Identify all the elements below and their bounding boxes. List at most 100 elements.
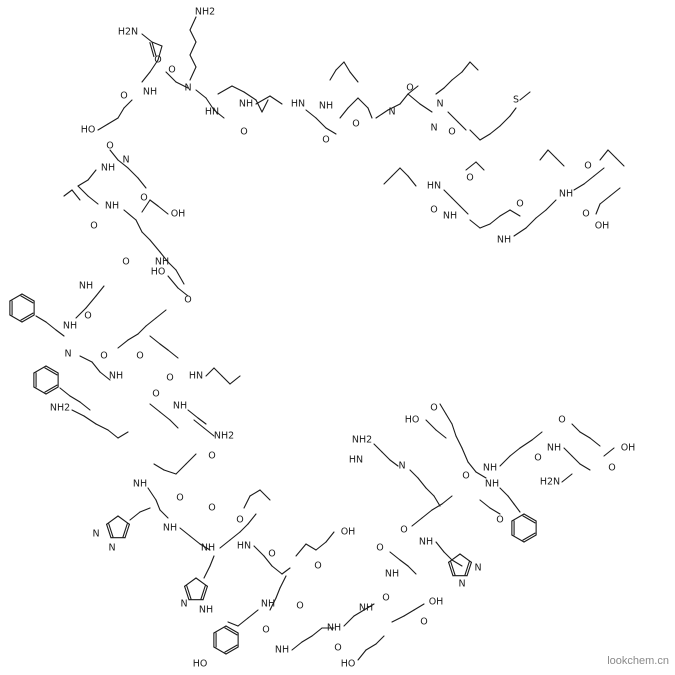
atom-label: O <box>140 193 147 204</box>
atom-label: N <box>92 529 99 540</box>
bond-line <box>243 91 257 101</box>
atom-label: NH <box>63 321 77 332</box>
bond-line <box>343 61 351 73</box>
bond-line <box>609 187 621 197</box>
bond-line <box>447 111 459 123</box>
bond-line <box>213 367 223 377</box>
atom-label: O <box>208 503 215 514</box>
atom-label: OH <box>621 443 636 454</box>
bond-line <box>21 314 35 323</box>
bond-line <box>45 365 59 374</box>
atom-label: O <box>136 351 143 362</box>
bond-line <box>469 129 481 141</box>
atom-label: O <box>154 55 161 66</box>
bond-line <box>200 585 206 600</box>
bond-line <box>305 109 317 119</box>
bond-line <box>475 471 487 479</box>
bond-line <box>69 395 81 403</box>
bond-line <box>579 463 591 471</box>
atom-label: NH <box>261 599 275 610</box>
bond-line <box>499 115 511 127</box>
atom-label: N <box>180 599 187 610</box>
bond-line <box>525 217 537 229</box>
atom-label: O <box>516 199 523 210</box>
atom-label: OH <box>595 221 610 232</box>
bond-line <box>539 149 549 161</box>
bond-line <box>409 469 419 479</box>
atom-label: NH <box>443 211 457 222</box>
atom-label: NH <box>547 443 561 454</box>
bond-line <box>451 197 461 207</box>
bond-line <box>507 495 515 505</box>
bond-line <box>9 314 23 323</box>
bond-line <box>563 447 573 457</box>
bond-line <box>391 615 405 623</box>
atom-label: HN <box>189 371 203 382</box>
bond-line <box>135 219 143 233</box>
bond-line <box>205 97 215 111</box>
atom-label: HO <box>151 267 166 278</box>
bond-line <box>117 159 129 169</box>
bond-line <box>465 161 477 171</box>
bond-line <box>209 555 215 567</box>
atom-label: N <box>108 543 115 554</box>
bond-line <box>448 561 454 577</box>
bond-line <box>425 487 435 497</box>
bond-line <box>117 431 129 439</box>
bond-line <box>417 477 427 489</box>
bond-line <box>193 419 205 429</box>
bond-line <box>189 29 197 43</box>
atom-label: O <box>534 453 541 464</box>
bond-line <box>466 561 472 577</box>
bond-line <box>149 335 161 345</box>
bond-line <box>151 41 157 57</box>
bond-line <box>237 617 249 627</box>
atom-label: O <box>334 643 341 654</box>
bond-line <box>123 99 133 109</box>
bond-line <box>175 81 189 89</box>
bond-line <box>595 203 601 215</box>
bond-line <box>139 507 151 513</box>
bond-line <box>519 439 533 449</box>
bond-line <box>589 437 601 447</box>
bond-line <box>87 169 97 181</box>
bond-line <box>149 403 161 413</box>
bond-line <box>122 523 128 538</box>
bond-line <box>339 107 349 119</box>
bond-line <box>77 185 89 197</box>
atom-label: O <box>322 135 329 146</box>
atom-label: O <box>314 561 321 572</box>
bond-line <box>599 195 611 205</box>
atom-label: O <box>584 161 591 172</box>
bond-line <box>137 177 147 189</box>
bond-line <box>389 551 401 561</box>
bond-line <box>305 543 317 551</box>
bond-line <box>295 543 307 557</box>
atom-label: NH2 <box>214 431 234 442</box>
bond-line <box>107 429 119 439</box>
bond-line <box>229 531 241 541</box>
bond-line <box>489 125 501 135</box>
bond-line <box>325 531 335 543</box>
atom-label: H2N <box>540 477 560 488</box>
bond-line <box>531 431 543 441</box>
bond-line <box>169 419 179 429</box>
bond-line <box>149 42 155 58</box>
bond-line <box>349 71 359 83</box>
bond-line <box>448 553 461 563</box>
bond-line <box>213 109 225 119</box>
bond-line <box>403 609 415 617</box>
bond-line <box>593 167 605 177</box>
bond-line <box>249 489 261 497</box>
atom-label: NH <box>105 201 119 212</box>
atom-label: NH <box>319 101 333 112</box>
bond-line <box>202 585 208 601</box>
bond-line <box>399 93 409 105</box>
bond-line <box>389 459 399 467</box>
bond-line <box>185 453 197 465</box>
atom-label: NH <box>109 371 123 382</box>
bond-line <box>555 157 565 167</box>
bond-line <box>365 643 377 651</box>
bond-line <box>175 269 185 285</box>
bond-line <box>159 411 171 421</box>
